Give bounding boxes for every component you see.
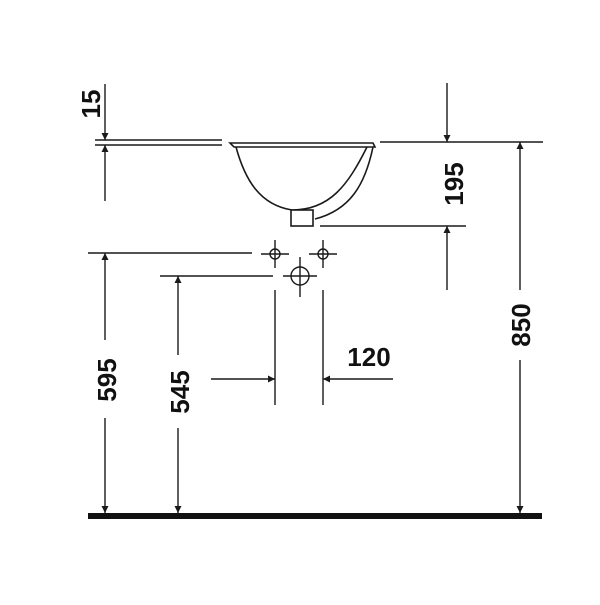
waste-outlet-center <box>283 257 317 297</box>
basin-section <box>228 142 377 227</box>
dimension-label-850: 850 <box>506 303 536 346</box>
dimension-label-595: 595 <box>92 358 122 401</box>
dimension-120 <box>211 290 393 405</box>
dimension-label-545: 545 <box>165 370 195 413</box>
rim-reference-lines <box>95 139 543 227</box>
dimension-label-120: 120 <box>347 342 390 372</box>
tap-hole-right <box>309 240 337 268</box>
floor-line <box>88 513 542 519</box>
dimension-label-195: 195 <box>439 162 469 205</box>
height-reference-lines <box>88 252 273 277</box>
tap-hole-left <box>261 240 289 268</box>
dimension-label-15: 15 <box>76 90 106 119</box>
